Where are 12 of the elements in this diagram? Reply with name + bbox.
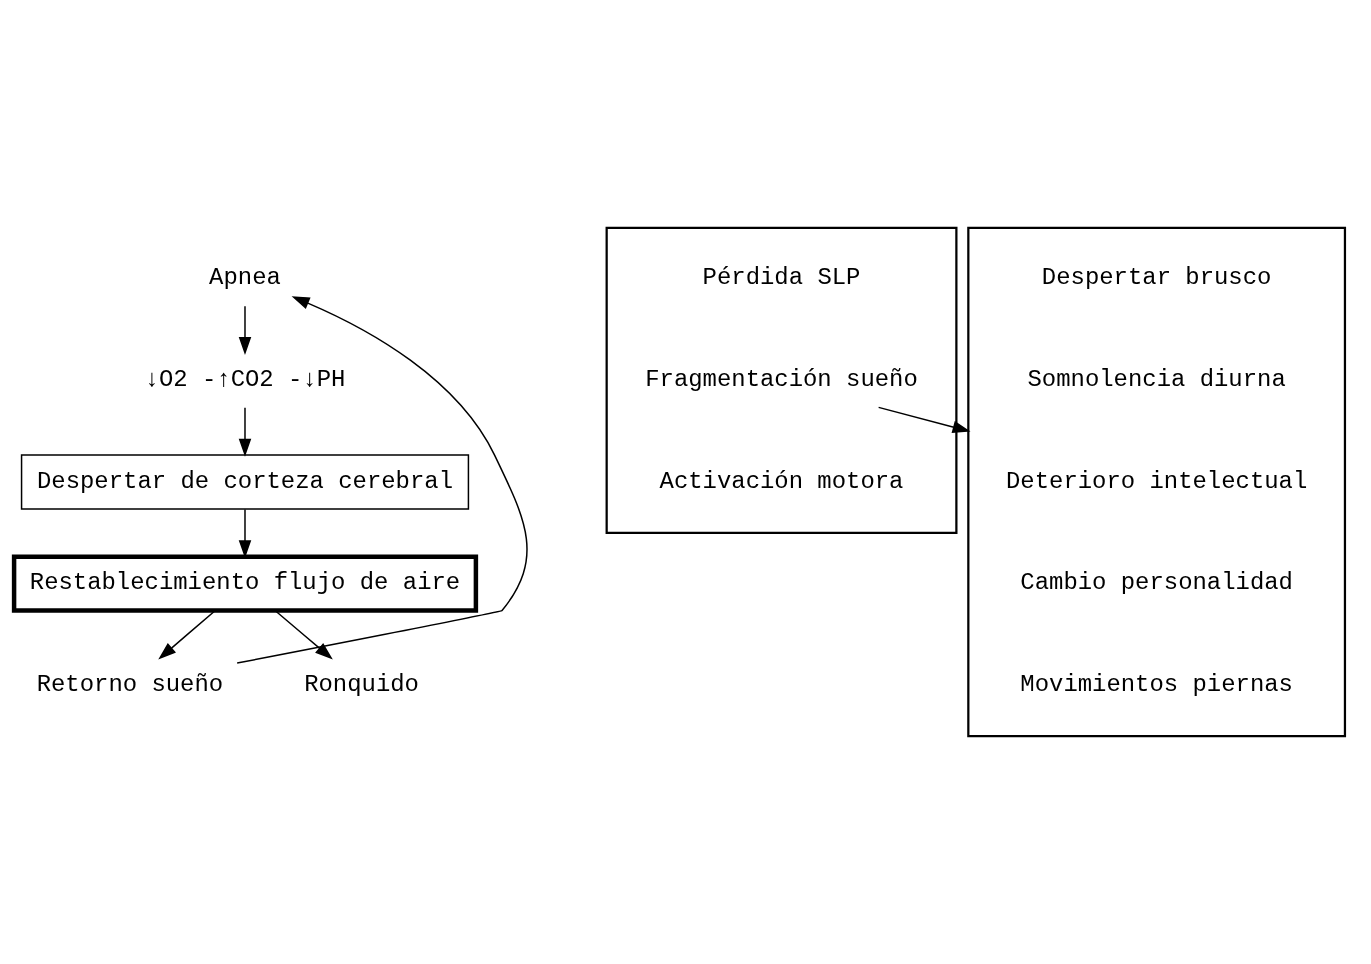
node-text: Activación motora [659, 467, 904, 495]
node-text: ↓O2 -↑CO2 -↓PH [144, 366, 346, 394]
node-text: Deterioro intelectual [1006, 467, 1308, 495]
node-text: Ronquido [304, 670, 419, 698]
node-text: Cambio personalidad [1020, 569, 1293, 597]
node-text: Retorno sueño [36, 670, 224, 698]
node-text: Fragmentación sueño [645, 366, 918, 394]
node-text: Despertar brusco [1041, 264, 1272, 292]
node-text: Apnea [209, 264, 281, 292]
node-text: Pérdida SLP [702, 264, 861, 292]
node-text: Somnolencia diurna [1027, 366, 1286, 394]
node-text: Movimientos piernas [1020, 670, 1293, 698]
